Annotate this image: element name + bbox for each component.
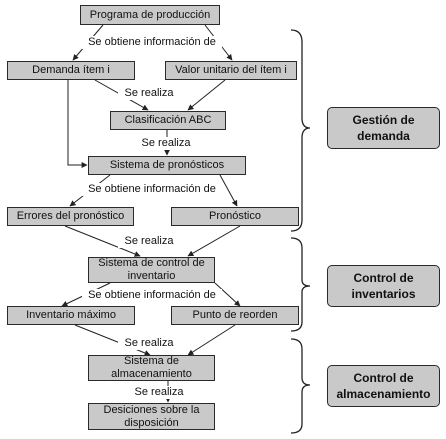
arrow-maximo-almacenamiento	[74, 324, 151, 356]
box-desiciones-disposicion: Desiciones sobre la disposición	[88, 403, 215, 430]
box-sistema-pronosticos: Sistema de pronósticos	[88, 156, 246, 175]
arrow-pronostico-control	[187, 225, 241, 257]
label-se-realiza-3: Se realiza	[118, 235, 180, 248]
box-errores-pronostico: Errores del pronóstico	[7, 207, 134, 226]
box-inventario-maximo: Inventario máximo	[7, 306, 135, 325]
brace-inventarios	[290, 237, 311, 332]
label-se-realiza-1: Se realiza	[118, 87, 180, 100]
brace-gestion	[290, 29, 311, 232]
box-sistema-almacenamiento: Sistema de almacenamiento	[88, 355, 215, 381]
group-control-inventarios: Control de inventarios	[327, 265, 440, 307]
box-punto-reorden: Punto de reorden	[171, 306, 299, 325]
label-se-realiza-4: Se realiza	[118, 337, 180, 350]
label-obtiene-informacion-1: Se obtiene información de	[82, 36, 222, 49]
arrow-control-reorden	[214, 282, 241, 307]
box-demanda-item: Demanda ítem i	[7, 61, 135, 80]
group-gestion-demanda: Gestión de demanda	[327, 107, 440, 149]
label-obtiene-informacion-2: Se obtiene información de	[82, 183, 222, 196]
label-se-realiza-2: Se realiza	[135, 137, 197, 150]
arrow-errores-control	[64, 225, 141, 257]
arrow-pronosticos-pronostico	[219, 174, 238, 207]
arrow-demanda-pronosticos	[67, 80, 88, 168]
label-se-realiza-5: Se realiza	[128, 386, 190, 399]
group-control-almacenamiento: Control de almacenamiento	[327, 365, 440, 407]
box-pronostico: Pronóstico	[171, 207, 299, 226]
brace-almacenamiento	[290, 338, 311, 434]
arrow-valor-clasificacion	[187, 79, 226, 111]
arrow-reorden-almacenamiento	[187, 324, 236, 356]
box-programa-produccion: Programa de producción	[80, 5, 220, 25]
label-obtiene-informacion-3: Se obtiene información de	[82, 289, 222, 302]
box-clasificacion-abc: Clasificación ABC	[110, 111, 226, 130]
box-control-inventario: Sistema de control de inventario	[88, 257, 215, 283]
box-valor-unitario: Valor unitario del ítem i	[165, 61, 297, 80]
